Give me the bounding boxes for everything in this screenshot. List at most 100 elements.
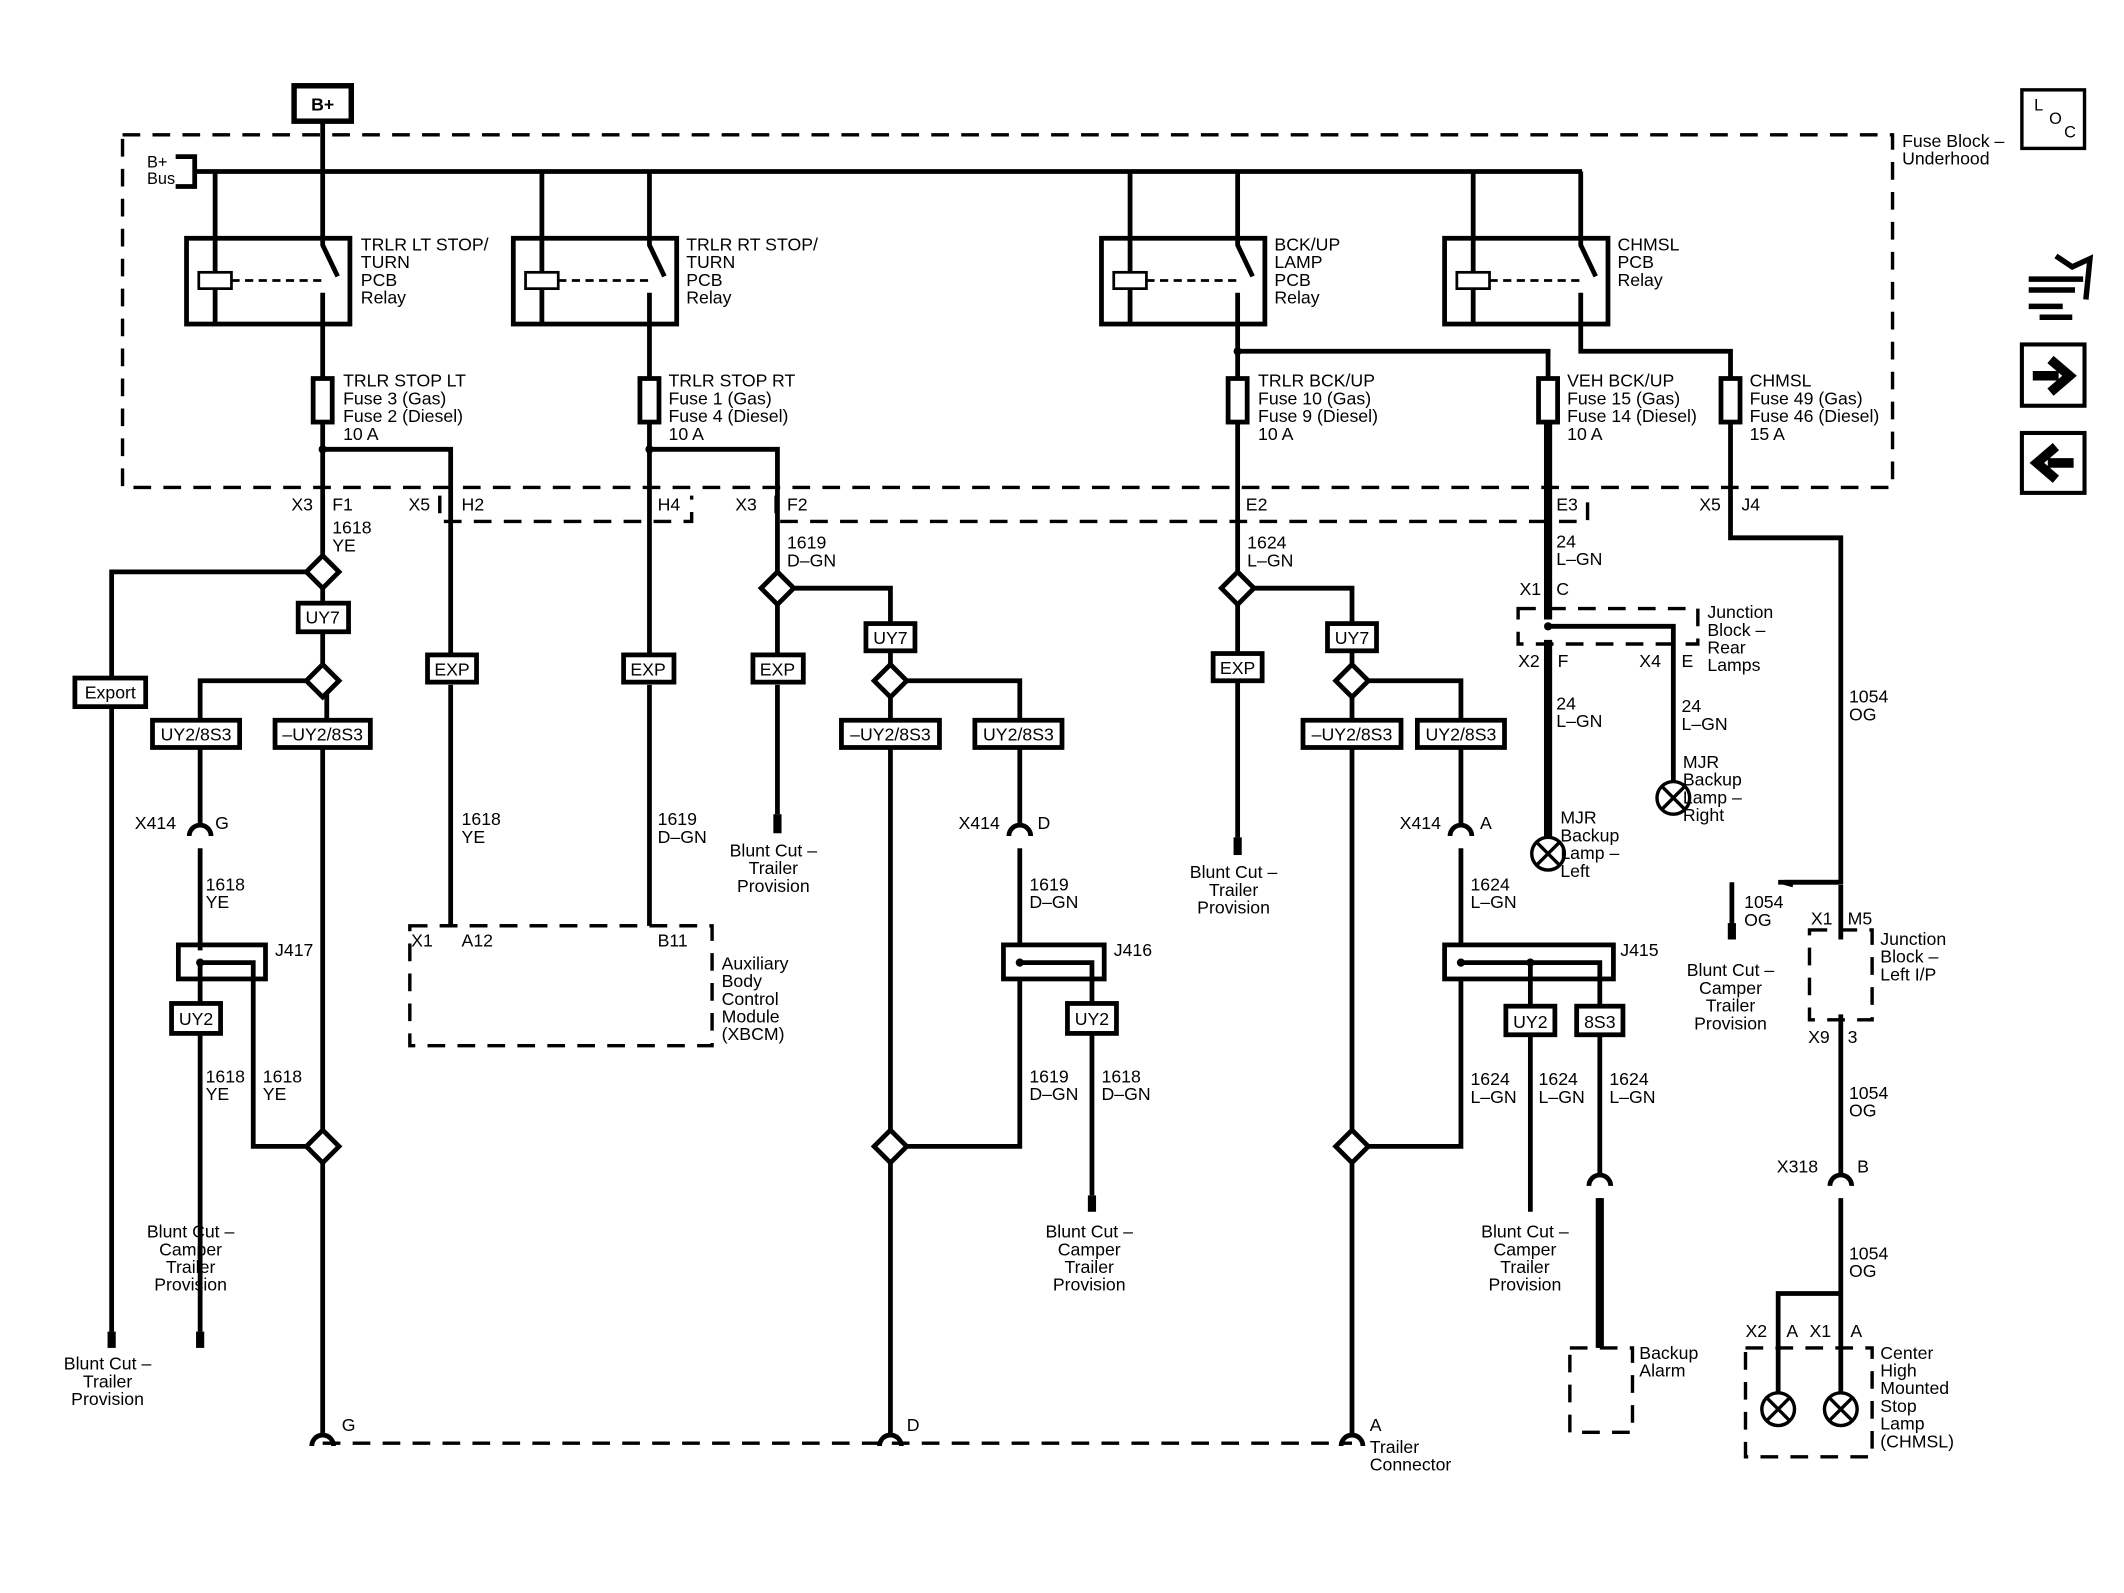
conn-label: X9	[1808, 1027, 1830, 1047]
relay-chmsl	[1442, 171, 1733, 379]
option-export: Export	[85, 682, 136, 702]
conn-label: M5	[1848, 908, 1873, 928]
conn-label: G	[215, 813, 229, 833]
wire-bckup-trunk	[1349, 747, 1464, 1437]
conn-label: X5	[1699, 495, 1721, 515]
option-boxes	[72, 600, 1626, 1038]
wire-rt-f2	[649, 446, 780, 572]
loc-letter-c: C	[2064, 124, 2076, 142]
forward-arrow-button[interactable]	[2019, 342, 2087, 408]
connector-harness-icon[interactable]	[2028, 253, 2094, 320]
option-uy7-rt: UY7	[873, 628, 907, 648]
option-8s3: 8S3	[1584, 1012, 1616, 1032]
wire-1054-lower	[1775, 885, 1844, 1396]
conn-label: X414	[959, 813, 1000, 833]
fuse-chmsl	[1718, 376, 1743, 425]
wire-lt-stop	[320, 422, 454, 658]
bplus-bus	[175, 154, 1583, 189]
conn-label: F1	[332, 495, 353, 515]
loc-button[interactable]: L O C	[2020, 88, 2087, 151]
option-not-uy2-8s3-a: –UY2/8S3	[282, 725, 363, 745]
option-exp-2: EXP	[630, 659, 665, 679]
conn-label: X5	[408, 495, 430, 515]
option-uy7-bckup: UY7	[1335, 628, 1369, 648]
option-uy2-c: UY2	[1513, 1012, 1547, 1032]
option-uy2-8s3-a: UY2/8S3	[161, 725, 232, 745]
option-uy7-lt: UY7	[305, 608, 339, 628]
conn-label: H2	[462, 495, 485, 515]
conn-label: A	[1370, 1415, 1382, 1435]
conn-label: X4	[1639, 651, 1661, 671]
bplus-bus-label: B+Bus	[147, 153, 175, 187]
conn-label: X2	[1518, 651, 1540, 671]
lamp-icon	[1530, 779, 1859, 1428]
option-not-uy2-8s3-c: –UY2/8S3	[1312, 725, 1393, 745]
splice-j416-label: J416	[1114, 940, 1153, 960]
option-uy2-8s3-c: UY2/8S3	[1426, 725, 1497, 745]
fuse-trlr-bckup	[1225, 376, 1250, 425]
fuse-block-label: Fuse Block –Underhood	[1902, 131, 2004, 169]
fuse-block-outline	[120, 133, 1895, 490]
option-exp-1: EXP	[434, 659, 469, 679]
conn-label: X1	[1519, 579, 1541, 599]
wire-uy7-lt	[197, 588, 338, 721]
relay-trlr-rt	[510, 171, 680, 379]
option-uy2-8s3-b: UY2/8S3	[983, 725, 1054, 745]
wire-rt-trunk	[888, 747, 1023, 1437]
conn-label: G	[342, 1415, 356, 1435]
conn-label: X3	[291, 495, 313, 515]
splice-j415-label: J415	[1620, 940, 1659, 960]
conn-label: B11	[658, 930, 688, 950]
chmsl-outline	[1743, 1346, 1874, 1459]
splice-diamonds	[302, 552, 1372, 1167]
wire-24-right	[1548, 623, 1676, 783]
splice-j417	[175, 942, 268, 982]
splice-j417-label: J417	[275, 940, 313, 960]
fuse-trlr-stop-rt	[637, 376, 662, 425]
conn-label: X1	[1809, 1321, 1831, 1341]
loc-letter-o: O	[2049, 110, 2062, 128]
backup-alarm-outline	[1568, 1346, 1635, 1435]
conn-label: X414	[1400, 813, 1441, 833]
jb-left-ip-outline	[1807, 928, 1874, 1022]
conn-label: A	[1850, 1321, 1862, 1341]
conn-label: J4	[1741, 495, 1760, 515]
option-uy2-a: UY2	[179, 1009, 213, 1029]
back-arrow-button[interactable]	[2019, 430, 2087, 495]
conn-label: H4	[658, 495, 681, 515]
conn-x3-box	[774, 495, 1590, 524]
conn-label: B	[1857, 1156, 1869, 1176]
conn-label: A	[1480, 813, 1492, 833]
conn-label: F	[1558, 651, 1569, 671]
conn-label: X2	[1745, 1321, 1767, 1341]
option-exp-3: EXP	[760, 659, 795, 679]
